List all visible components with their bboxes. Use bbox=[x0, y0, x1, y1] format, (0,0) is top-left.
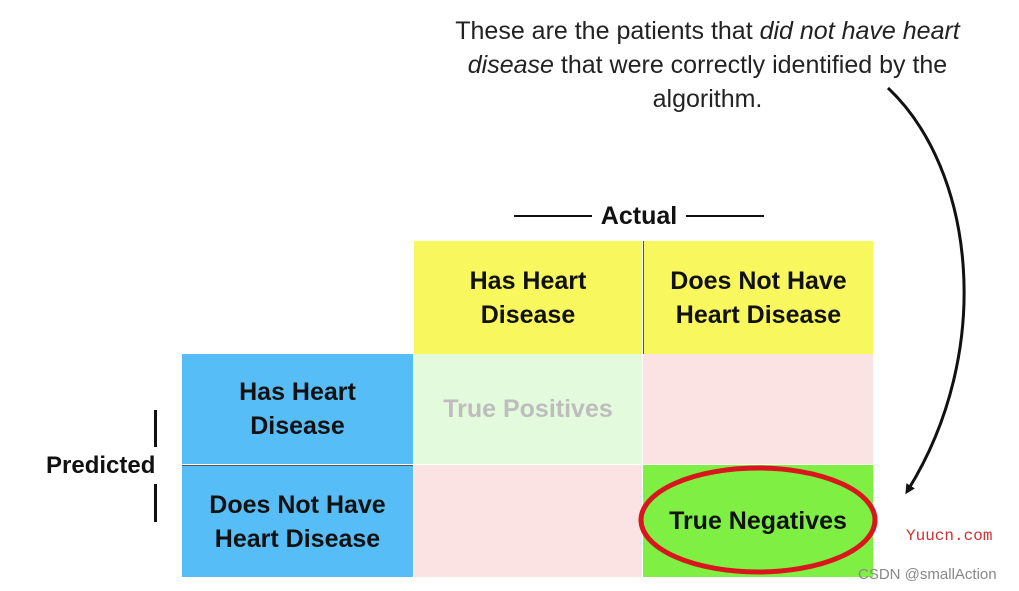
predicted-bracket-bottom bbox=[154, 484, 157, 522]
row-header-label: Has Heart Disease bbox=[239, 378, 356, 440]
annotation-part-1: These are the patients that bbox=[455, 17, 760, 45]
annotation-emphasis: did not have heart disease bbox=[467, 17, 960, 79]
column-header-label: Has Heart Disease bbox=[469, 266, 587, 329]
cell-false-positives bbox=[643, 354, 873, 464]
actual-line-right bbox=[686, 215, 764, 217]
predicted-bracket-top bbox=[154, 410, 157, 447]
cell-false-negatives bbox=[414, 465, 642, 577]
annotation-part-3: that were correctly identified by the al… bbox=[553, 51, 948, 113]
watermark-yuucn: Yuucn.com bbox=[906, 527, 993, 545]
cell-true-negatives-label: True Negatives bbox=[669, 507, 847, 535]
watermark-csdn: CSDN @smallAction bbox=[858, 566, 997, 583]
cell-true-positives-label: True Positives bbox=[443, 395, 613, 423]
row-header-no-heart-disease: Does Not Have Heart Disease bbox=[182, 465, 413, 577]
highlight-ellipse bbox=[638, 465, 878, 575]
row-header-label: Does Not Have Heart Disease bbox=[209, 490, 386, 553]
cell-true-positives: True Positives bbox=[414, 354, 642, 464]
annotation-text: These are the patients that did not have… bbox=[420, 14, 995, 116]
column-header-has-heart-disease: Has Heart Disease bbox=[414, 241, 642, 354]
arrow-curve bbox=[886, 86, 966, 495]
actual-line-left bbox=[514, 215, 592, 217]
column-header-no-heart-disease: Does Not Have Heart Disease bbox=[643, 241, 873, 354]
column-header-label: Does Not Have Heart Disease bbox=[670, 266, 847, 329]
actual-header: Actual bbox=[514, 200, 764, 232]
predicted-label: Predicted bbox=[46, 452, 156, 479]
actual-label: Actual bbox=[600, 202, 678, 230]
row-header-has-heart-disease: Has Heart Disease bbox=[182, 354, 413, 464]
